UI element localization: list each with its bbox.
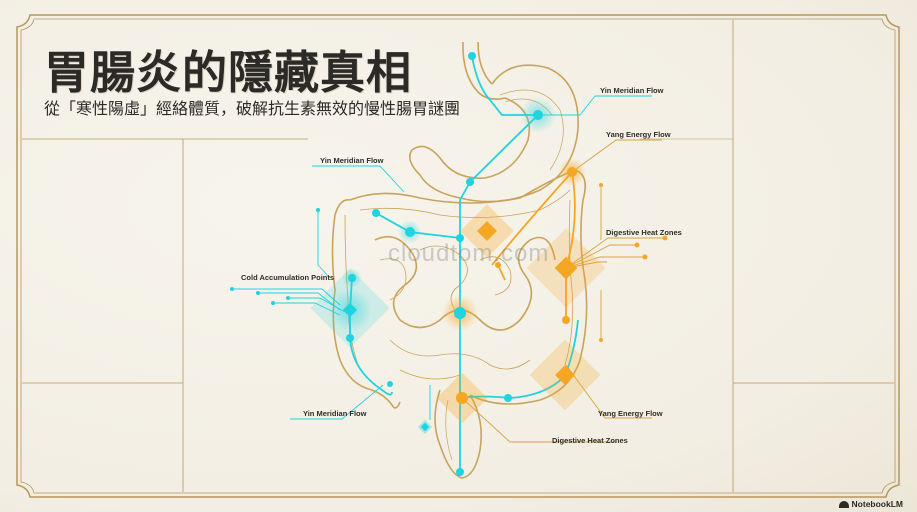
watermark: cloudtom.com: [388, 240, 550, 267]
label-digestive-heat-zones-right: Digestive Heat Zones: [606, 228, 682, 237]
page-title: 胃腸炎的隱藏真相: [44, 46, 413, 99]
label-yang-energy-flow-bottom-right: Yang Energy Flow: [598, 409, 663, 418]
label-cold-accumulation-points: Cold Accumulation Points: [241, 273, 335, 282]
label-yin-meridian-flow-top-left: Yin Meridian Flow: [320, 156, 384, 165]
label-digestive-heat-zones-bottom: Digestive Heat Zones: [552, 436, 628, 445]
brand-badge: NotebookLM: [838, 499, 903, 509]
page-subtitle: 從「寒性陽虛」經絡體質，破解抗生素無效的慢性腸胃謎團: [44, 99, 461, 118]
yang-nodes: [495, 167, 668, 342]
label-yang-energy-flow-top-right: Yang Energy Flow: [606, 130, 671, 139]
notebooklm-logo-icon: [838, 500, 849, 508]
brand-name: NotebookLM: [851, 499, 903, 509]
yin-meridian-lines: [349, 55, 579, 472]
label-yin-meridian-flow-top-right: Yin Meridian Flow: [600, 86, 664, 95]
meridian-nodes: [230, 52, 543, 476]
label-yin-meridian-flow-bottom-left: Yin Meridian Flow: [303, 409, 367, 418]
yang-pointer-lines: [461, 139, 665, 443]
